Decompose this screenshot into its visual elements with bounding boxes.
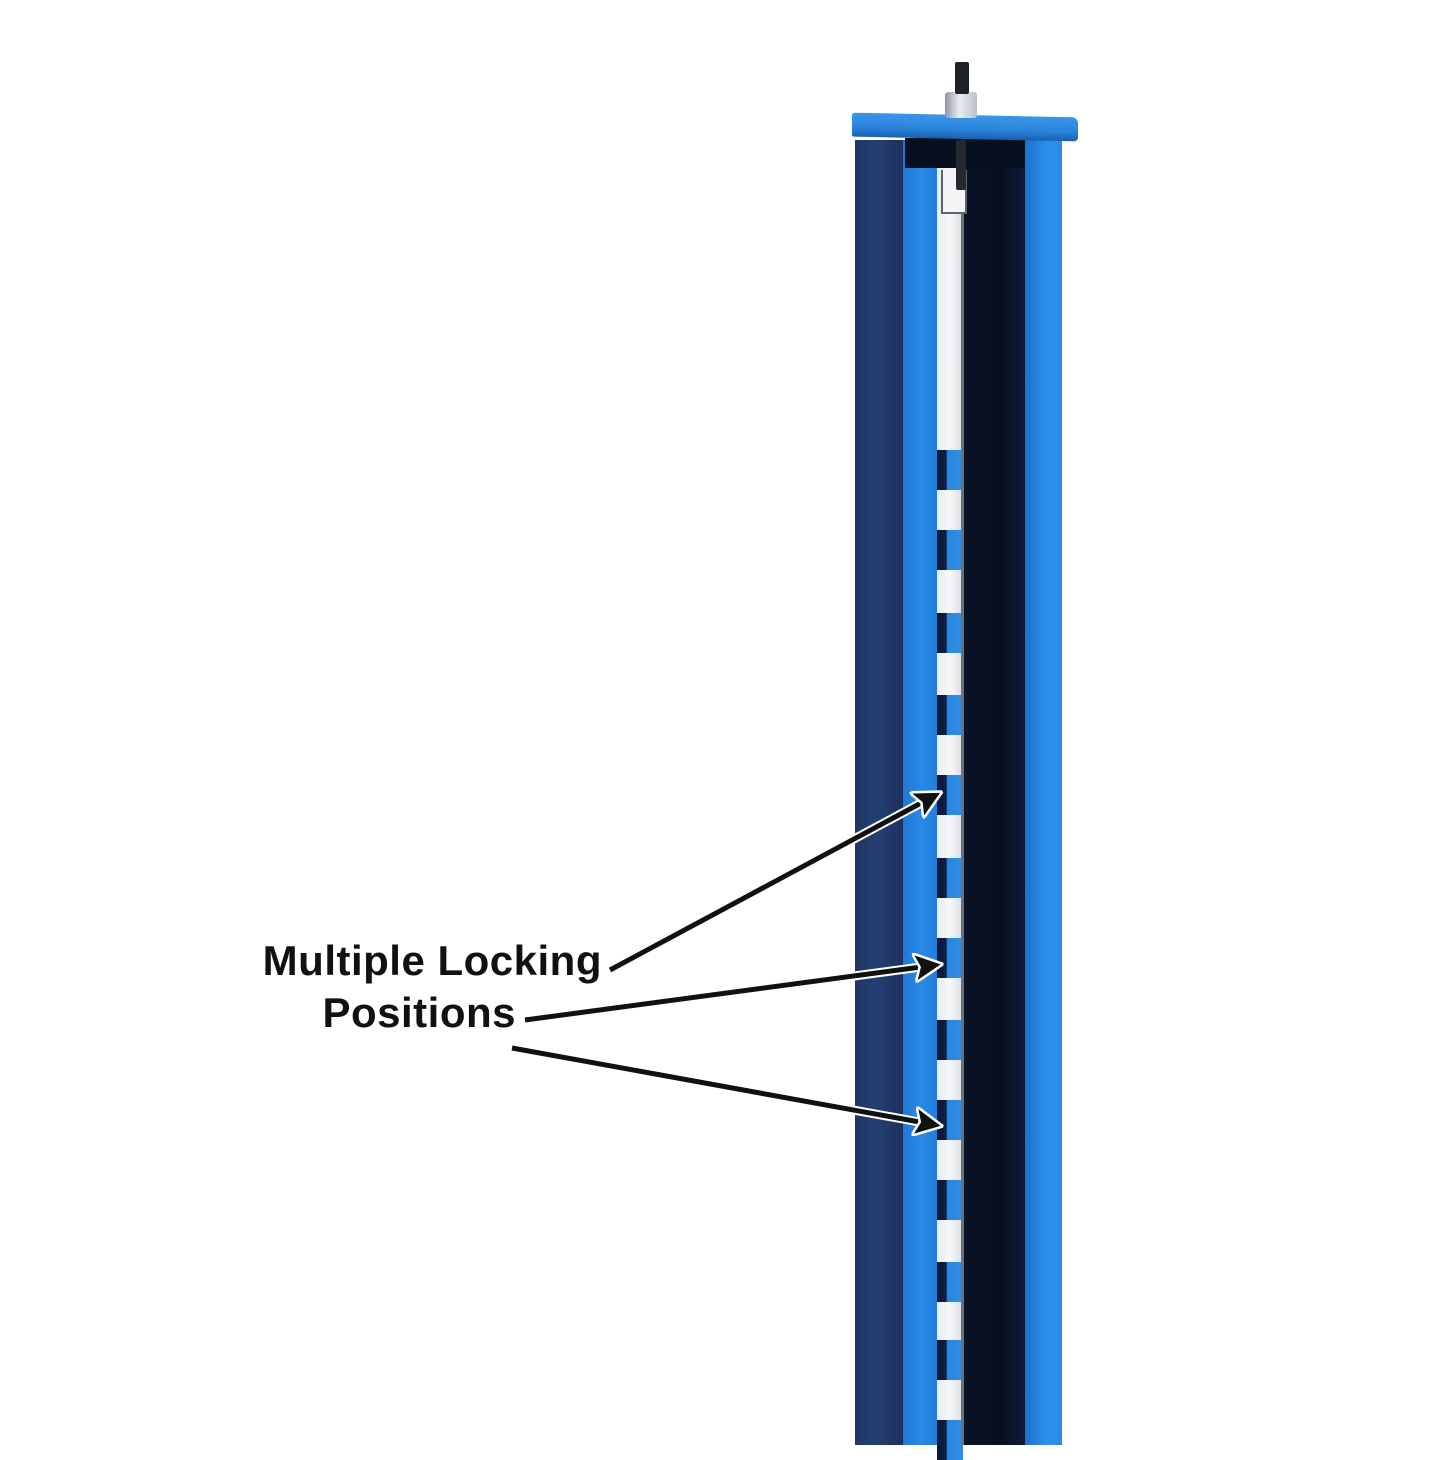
arrow-icon	[511, 1045, 936, 1125]
arrow-icon	[524, 965, 936, 1023]
locking-slot	[937, 1180, 963, 1220]
locking-slot	[937, 1262, 963, 1302]
arrow-icon	[608, 795, 936, 973]
annotation-label: Multiple Locking Positions	[222, 935, 602, 1039]
bolt-base	[945, 92, 977, 118]
annotation-line-2: Positions	[322, 989, 516, 1036]
locking-slot	[937, 613, 963, 653]
locking-slot	[937, 858, 963, 898]
locking-slot	[937, 695, 963, 735]
locking-slot	[937, 530, 963, 570]
annotation-line-1: Multiple Locking	[262, 937, 602, 984]
column-right-flange	[1025, 140, 1062, 1445]
locking-slot	[937, 1020, 963, 1060]
cable-hook	[956, 140, 966, 190]
column-side-face	[855, 140, 905, 1445]
top-bolt	[955, 62, 969, 94]
cable-line	[961, 165, 964, 1445]
locking-slot	[937, 450, 963, 490]
locking-slot	[937, 1340, 963, 1380]
column-inner-channel	[963, 140, 1025, 1445]
